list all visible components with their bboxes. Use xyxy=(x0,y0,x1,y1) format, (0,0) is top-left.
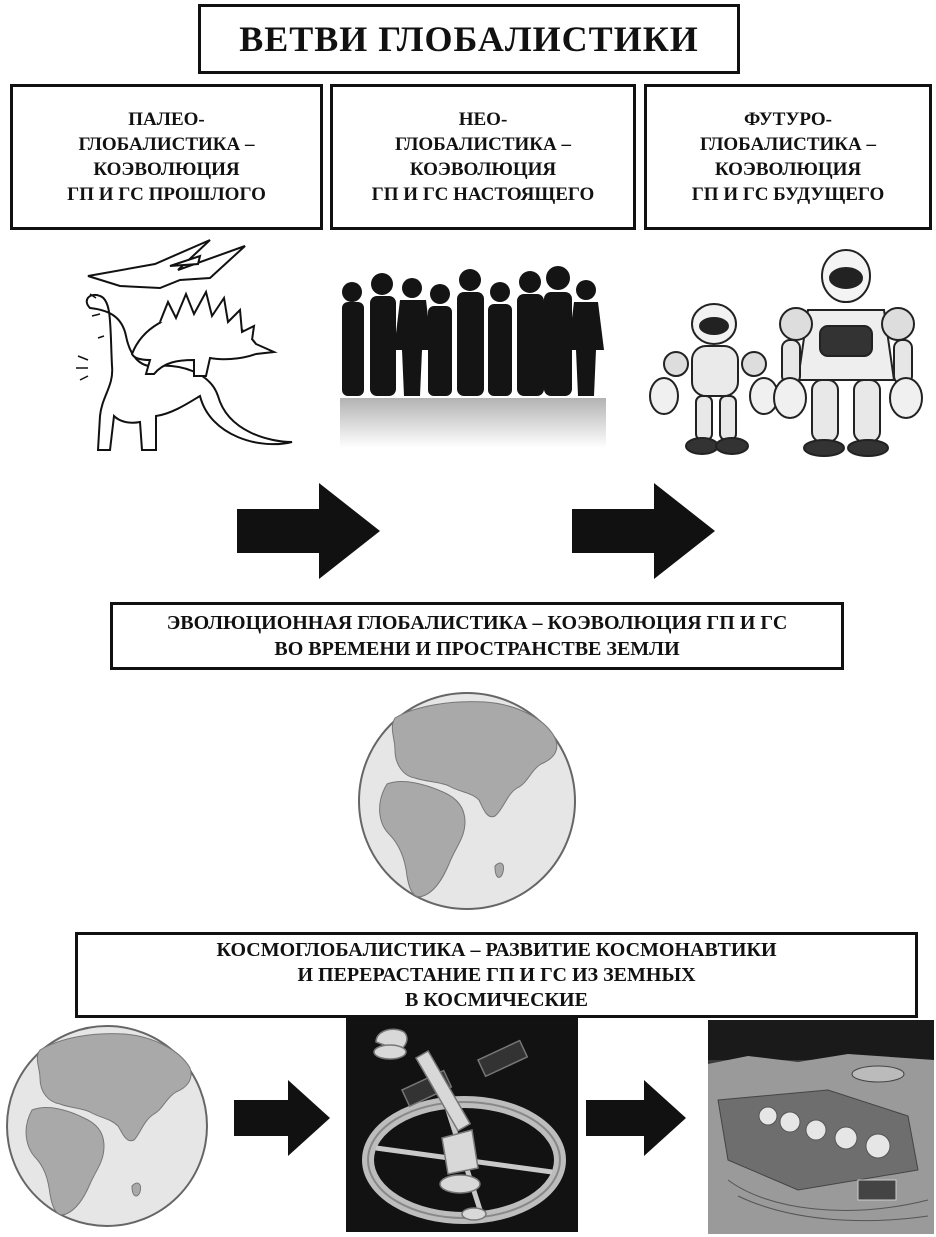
branch-paleo-line: ГЛОБАЛИСТИКА – xyxy=(78,134,255,155)
branch-neo-line: ГЛОБАЛИСТИКА – xyxy=(394,134,572,155)
people-silhouettes-illustration xyxy=(340,266,606,448)
diagram-title: ВЕТВИ ГЛОБАЛИСТИКИ xyxy=(198,4,740,74)
cosmo-line: КОСМОГЛОБАЛИСТИКА – РАЗВИТИЕ КОСМОНАВТИК… xyxy=(216,938,777,961)
cosmo-line: И ПЕРЕРАСТАНИЕ ГП И ГС ИЗ ЗЕМНЫХ xyxy=(297,963,696,986)
arrow-right-icon xyxy=(572,483,715,579)
arrow-right-icon xyxy=(237,483,380,579)
branch-paleo-box: ПАЛЕО- ГЛОБАЛИСТИКА – КОЭВОЛЮЦИЯ ГП И ГС… xyxy=(10,84,323,230)
evolution-line: ВО ВРЕМЕНИ И ПРОСТРАНСТВЕ ЗЕМЛИ xyxy=(274,638,680,660)
branch-futuro-line: ФУТУРО- xyxy=(743,109,833,130)
branch-neo-line: КОЭВОЛЮЦИЯ xyxy=(409,159,557,180)
cosmo-line: В КОСМИЧЕСКИЕ xyxy=(405,988,588,1011)
cosmoglobalistics-box: КОСМОГЛОБАЛИСТИКА – РАЗВИТИЕ КОСМОНАВТИК… xyxy=(75,932,918,1018)
space-station-icon xyxy=(346,1018,578,1232)
dinosaurs-illustration xyxy=(76,239,293,451)
globe-icon xyxy=(6,1025,208,1227)
evolution-box: ЭВОЛЮЦИОННАЯ ГЛОБАЛИСТИКА – КОЭВОЛЮЦИЯ Г… xyxy=(110,602,844,670)
branch-futuro-line: КОЭВОЛЮЦИЯ xyxy=(714,159,862,180)
arrow-right-icon xyxy=(234,1080,330,1156)
robots-illustration xyxy=(649,249,923,457)
evolution-line: ЭВОЛЮЦИОННАЯ ГЛОБАЛИСТИКА – КОЭВОЛЮЦИЯ Г… xyxy=(166,612,788,634)
branch-futuro-box: ФУТУРО- ГЛОБАЛИСТИКА – КОЭВОЛЮЦИЯ ГП И Г… xyxy=(644,84,932,230)
arrow-right-icon xyxy=(586,1080,686,1156)
lunar-base-icon xyxy=(708,1020,934,1234)
branch-neo-box: НЕО- ГЛОБАЛИСТИКА – КОЭВОЛЮЦИЯ ГП И ГС Н… xyxy=(330,84,636,230)
branch-neo-line: НЕО- xyxy=(458,109,508,130)
branch-futuro-line: ГЛОБАЛИСТИКА – xyxy=(699,134,877,155)
branch-paleo-line: ГП И ГС ПРОШЛОГО xyxy=(67,184,266,205)
branch-futuro-line: ГП И ГС БУДУЩЕГО xyxy=(691,184,885,205)
branch-paleo-line: ПАЛЕО- xyxy=(128,109,205,130)
branch-paleo-line: КОЭВОЛЮЦИЯ xyxy=(93,159,240,180)
diagram-title-text: ВЕТВИ ГЛОБАЛИСТИКИ xyxy=(239,19,699,59)
branch-neo-line: ГП И ГС НАСТОЯЩЕГО xyxy=(371,184,595,205)
globe-icon xyxy=(358,692,576,910)
